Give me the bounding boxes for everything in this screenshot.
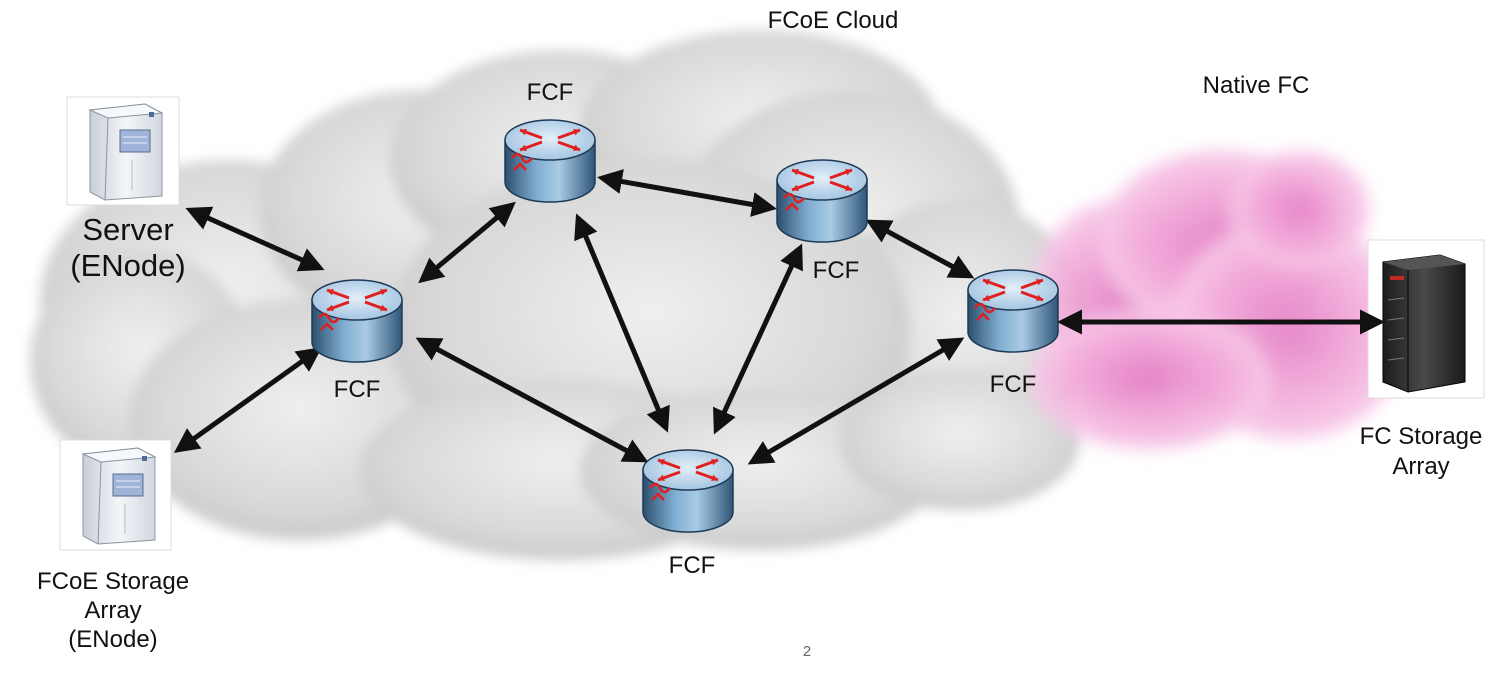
- links: [173, 169, 1385, 465]
- link-fcf3-fcf4: [865, 219, 975, 279]
- fcf-router-left-icon: [311, 279, 403, 363]
- link-fcf2-fcf5: [574, 213, 670, 433]
- server-icon: [66, 96, 180, 206]
- link-storage-fcf1: [173, 347, 323, 453]
- link-fcf1-fcf5: [415, 337, 649, 463]
- native-fc-cloud: [1030, 150, 1410, 450]
- fcf-router-top-icon: [504, 119, 596, 203]
- fcf-router-bottom-icon: [642, 449, 734, 533]
- link-server-fcf1: [185, 206, 325, 272]
- fcf-routers: [311, 119, 1059, 533]
- fcf-router-right-icon: [967, 269, 1059, 353]
- fcf-router-right-upper-icon: [776, 159, 868, 243]
- fcoe-storage-array-icon: [59, 439, 172, 551]
- link-fcf1-fcf2: [418, 201, 516, 284]
- link-fcf4-fcf5: [747, 337, 965, 465]
- fcoe-cloud: [30, 30, 1090, 560]
- fc-storage-array-icon: [1367, 239, 1485, 399]
- link-fcf2-fcf3: [597, 169, 777, 217]
